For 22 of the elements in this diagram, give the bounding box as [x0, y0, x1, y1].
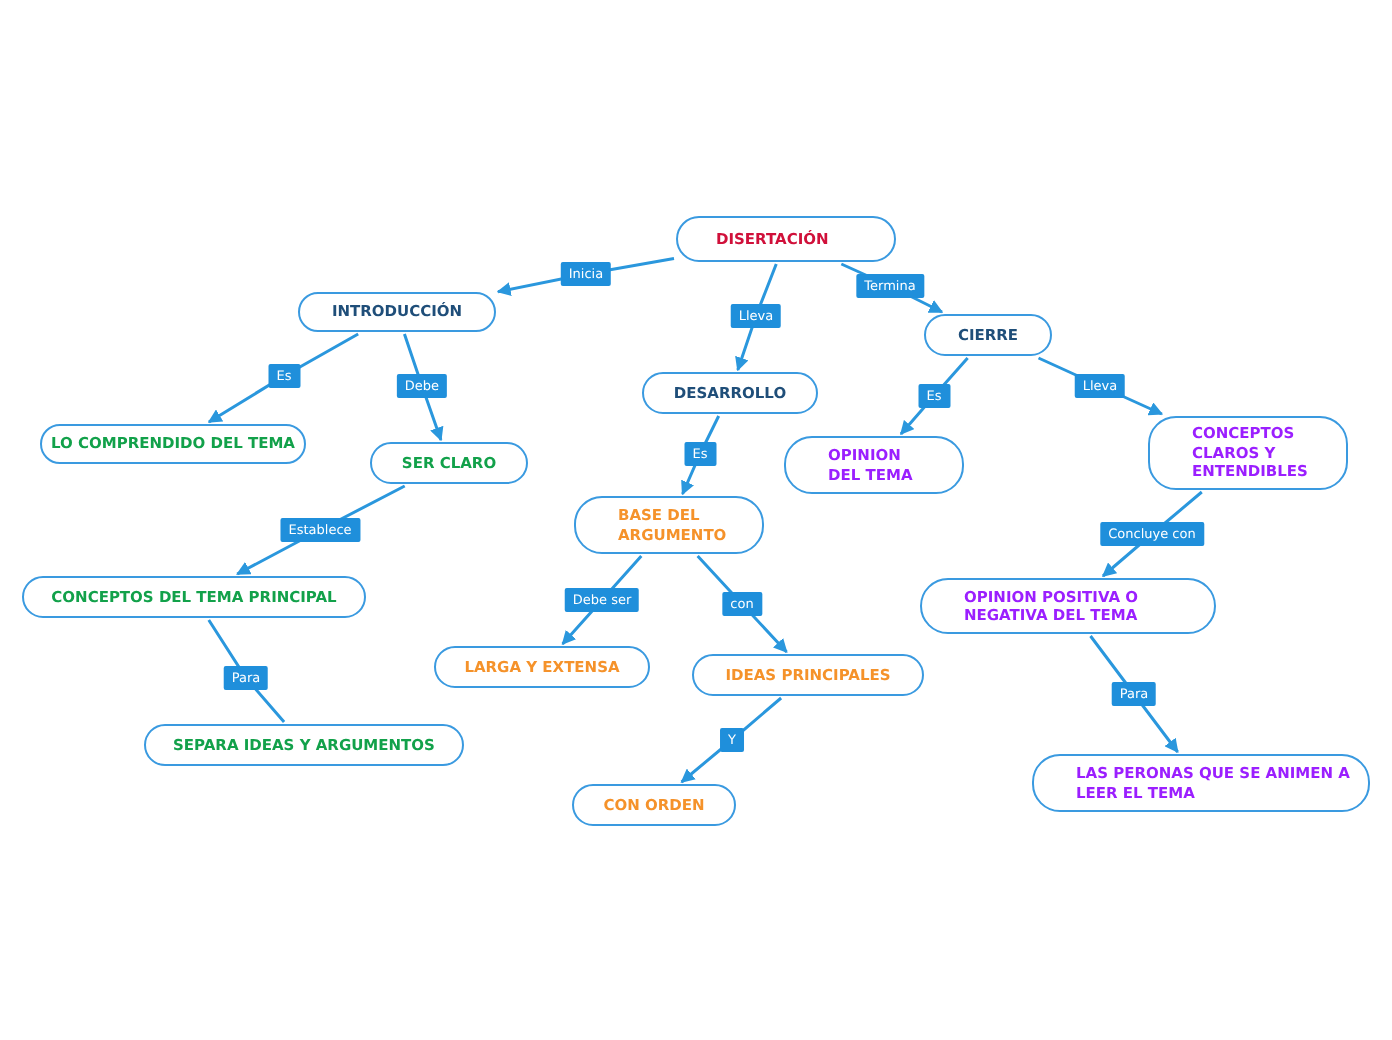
connector-arrow	[899, 357, 969, 436]
topic-box	[574, 496, 764, 554]
topic-box	[1032, 754, 1370, 812]
topic-box	[22, 576, 366, 618]
connector-arrow	[1089, 635, 1179, 754]
topic-box	[784, 436, 964, 494]
topic-box	[924, 314, 1052, 356]
topic-box	[920, 578, 1216, 634]
topic-box	[298, 292, 496, 332]
topic-box	[434, 646, 650, 688]
topic-box	[40, 424, 306, 464]
topic-box	[642, 372, 818, 414]
connector-arrow	[681, 415, 721, 496]
topic-box	[572, 784, 736, 826]
topic-box	[692, 654, 924, 696]
connector-arrow	[680, 696, 783, 784]
topic-box	[1148, 416, 1348, 490]
connector-arrow	[207, 332, 359, 424]
topic-box	[370, 442, 528, 484]
connector-arrow	[696, 555, 788, 654]
topic-box	[676, 216, 896, 262]
topic-box	[144, 724, 464, 766]
